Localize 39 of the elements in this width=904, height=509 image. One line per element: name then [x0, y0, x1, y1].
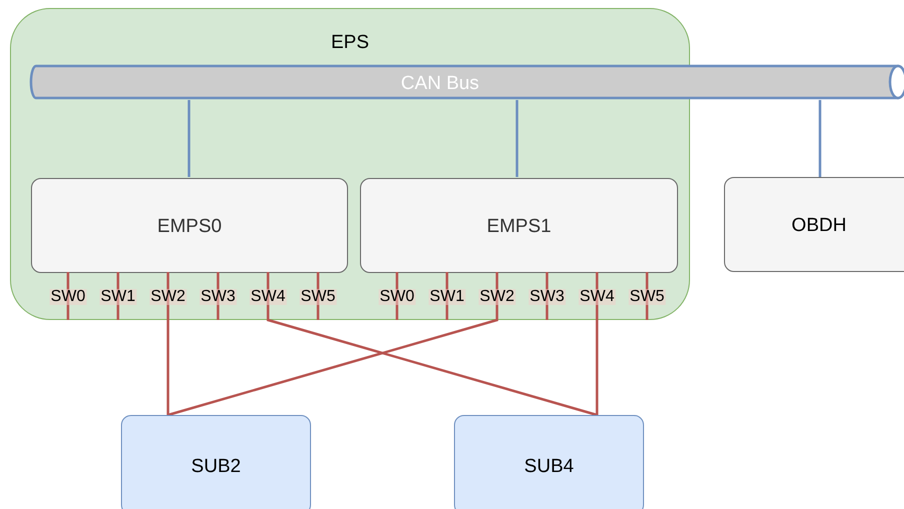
- edge-label: SW2: [150, 289, 186, 305]
- edge-label: SW0: [378, 289, 416, 305]
- module-box: [31, 178, 348, 273]
- edge-label: SW4: [578, 289, 616, 305]
- connector-line: [516, 100, 518, 177]
- connector-line: [818, 100, 822, 177]
- edge-label: SW1: [428, 289, 466, 305]
- connector-line: [168, 272, 498, 416]
- bus-cylinder: [30, 65, 904, 99]
- edge-label: SW5: [628, 289, 666, 305]
- node-label: SUB4: [523, 457, 575, 476]
- subsystem-box: [454, 415, 644, 509]
- connector-line: [216, 272, 220, 320]
- connector-line: [166, 272, 170, 415]
- connector-line: [316, 272, 320, 320]
- connector-line: [188, 100, 190, 177]
- connector-line: [546, 272, 548, 320]
- connector-line: [596, 272, 598, 415]
- node-label: OBDH: [790, 216, 848, 235]
- edge-label: SW2: [478, 289, 516, 305]
- edge-label: SW3: [528, 289, 566, 305]
- subsystem-box: [121, 415, 311, 509]
- module-box: [724, 177, 904, 272]
- connector-line: [66, 272, 70, 320]
- connector-line: [266, 272, 598, 416]
- edge-label: SW4: [250, 289, 286, 305]
- edge-label: SW0: [50, 289, 86, 305]
- group-title: EPS: [330, 33, 370, 52]
- module-box: [360, 178, 678, 273]
- node-label: EMPS1: [486, 217, 552, 236]
- edge-label: SW3: [200, 289, 236, 305]
- node-label: EMPS0: [156, 217, 223, 236]
- edge-label: SW1: [100, 289, 136, 305]
- node-label: SUB2: [190, 457, 242, 476]
- edge-label: SW5: [300, 289, 336, 305]
- connector-line: [446, 272, 448, 320]
- connector-line: [116, 272, 120, 320]
- connector-line: [396, 272, 398, 320]
- connector-line: [646, 272, 648, 320]
